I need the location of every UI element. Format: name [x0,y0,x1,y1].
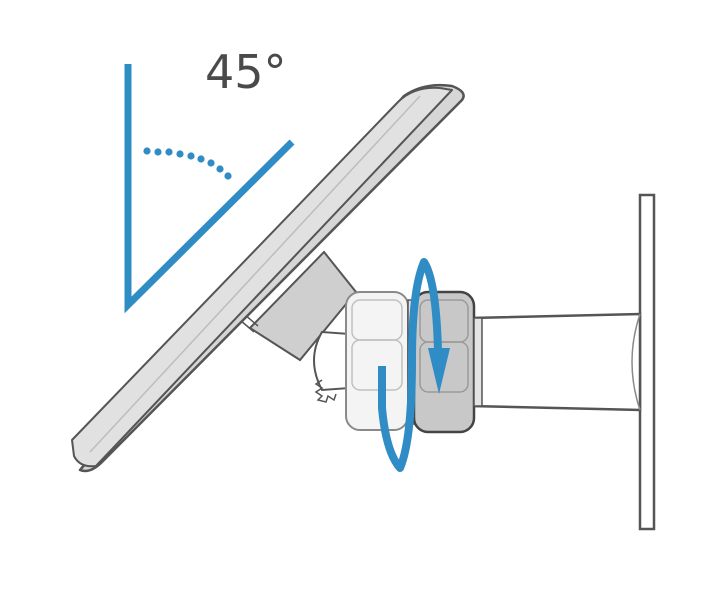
wall-plate [638,193,656,531]
front-knob [345,291,409,431]
display-panel [71,83,465,473]
angle-indicator: 45° [124,45,295,314]
angle-label: 45° [205,45,287,99]
mount-arm [468,312,642,412]
angle-lines [124,64,295,314]
angle-arc-dots [143,147,232,180]
hinge-bracket [239,250,358,403]
rotate-arrow-icon [378,258,450,472]
